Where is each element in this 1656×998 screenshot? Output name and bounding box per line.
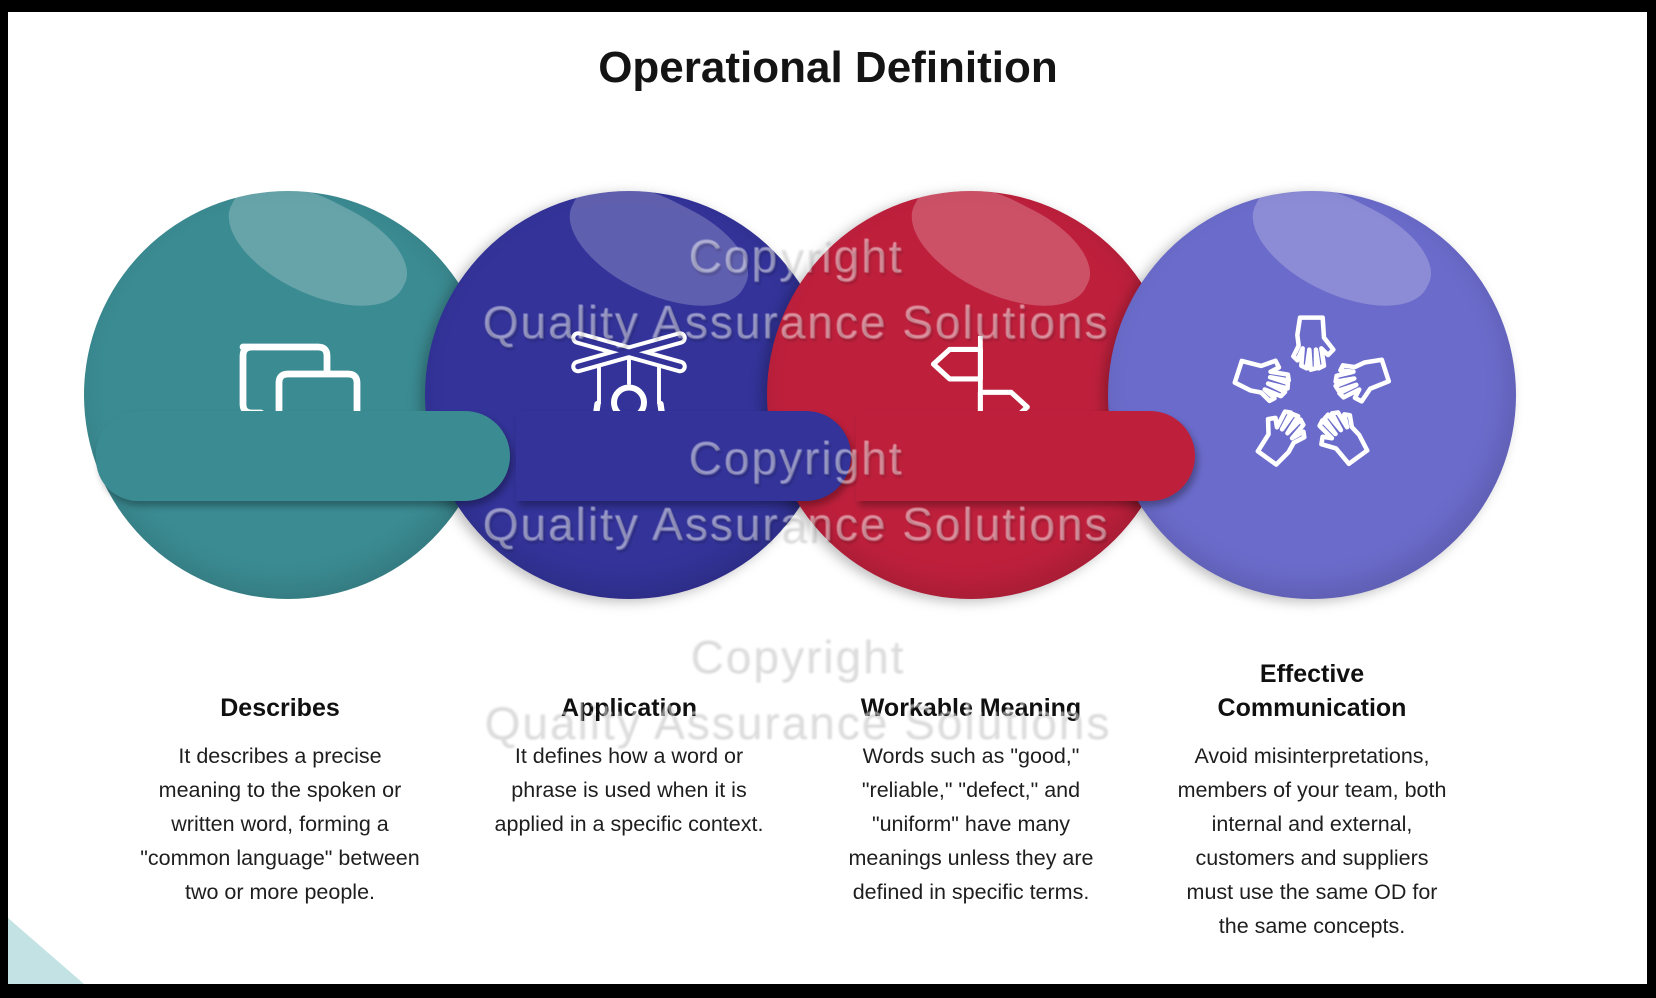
corner-accent-triangle	[8, 918, 84, 984]
frame-border-bottom	[0, 984, 1656, 998]
page-title: Operational Definition	[598, 43, 1058, 93]
column-workable-meaning: Workable Meaning Words such as "good," "…	[795, 645, 1147, 909]
column-heading: Application	[459, 645, 799, 725]
interlock-tab-teal	[96, 411, 510, 501]
column-heading: Describes	[110, 645, 450, 725]
column-heading-text: Describes	[220, 694, 340, 722]
interlock-tab-blue	[516, 411, 851, 501]
column-describes: Describes It describes a precise meaning…	[110, 645, 450, 909]
column-body: Avoid misinterpretations, members of you…	[1177, 744, 1447, 938]
column-body: Words such as "good," "reliable," "defec…	[848, 744, 1094, 904]
column-heading-text: Effective Communication	[1217, 660, 1407, 722]
column-body: It defines how a word or phrase is used …	[494, 744, 764, 836]
column-effective-communication: Effective Communication Avoid misinterpr…	[1135, 645, 1489, 943]
column-heading: Workable Meaning	[795, 645, 1147, 725]
frame-border-right	[1647, 0, 1656, 998]
interlock-tab-red	[856, 411, 1195, 501]
frame-border-top	[0, 0, 1656, 12]
column-heading-text: Workable Meaning	[860, 694, 1082, 722]
frame-border-left	[0, 0, 8, 998]
team-hands-icon	[1108, 191, 1516, 599]
column-body: It describes a precise meaning to the sp…	[140, 744, 420, 904]
column-heading-text: Application	[560, 694, 698, 722]
circle-workable-meaning	[767, 191, 1175, 599]
circle-effective-communication	[1108, 191, 1516, 599]
column-application: Application It defines how a word or phr…	[459, 645, 799, 841]
column-heading: Effective Communication	[1135, 645, 1489, 725]
